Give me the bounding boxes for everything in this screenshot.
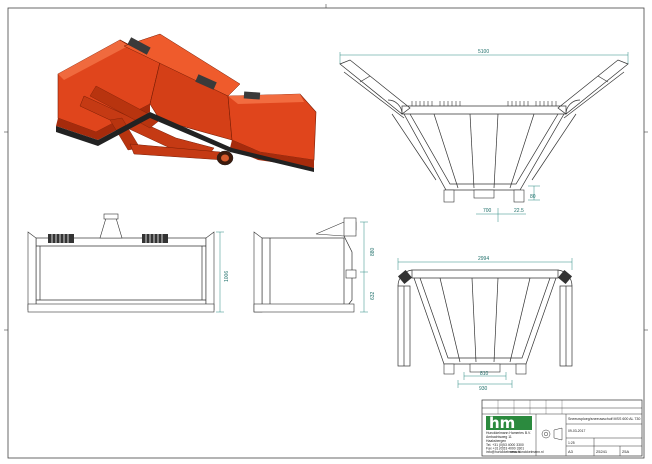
- company-address1: Ambachtsweg 11: [486, 435, 512, 439]
- dim-top-width: 5100: [478, 49, 489, 55]
- plow-3d-render: [56, 33, 317, 172]
- drawing-number: 25241: [596, 449, 608, 454]
- drawing-sheet: 25A: [622, 449, 629, 454]
- title-block: hm Hunckkelmann Hameries B.V. Ambachtswe…: [481, 399, 643, 457]
- company-email: info@hunckkelmann.nl: [486, 450, 521, 454]
- front-view: 1006: [27, 213, 230, 313]
- dim-plan-width: 2994: [478, 256, 489, 262]
- svg-text:hm: hm: [489, 414, 515, 432]
- company-address2: Haaksbergen: [486, 439, 506, 443]
- drawing-title: Sneeuwploeg/sneeuwschuif MSS 600 AL 730: [568, 417, 640, 421]
- side-view: 880 632: [253, 217, 376, 313]
- company-logo: [486, 416, 532, 430]
- company-web: www.hunckkelmann.nl: [510, 450, 544, 454]
- plan-view: 2994 810 930: [397, 256, 573, 392]
- dim-bottom-mid: 22.5: [514, 208, 524, 214]
- dim-side-lower: 632: [370, 291, 376, 300]
- dim-plan-bottom-2: 930: [479, 386, 488, 392]
- dim-side-upper: 880: [370, 247, 376, 256]
- drawing-size: A3: [568, 449, 574, 454]
- company-fax: Fax +31 (0)53 4000 3301: [486, 447, 524, 451]
- top-view: 5100: [339, 49, 629, 222]
- drawing-scale: 1:25: [568, 441, 575, 445]
- drawing-date: 09-03-2017: [568, 429, 585, 433]
- dim-bottom-left: 700: [483, 208, 492, 214]
- dim-plan-bottom-1: 810: [480, 371, 489, 377]
- company-tel: Tel. +31 (0)53 4000 3300: [486, 443, 524, 447]
- dim-front-height: 1006: [224, 271, 230, 282]
- projection-symbol-icon: [541, 427, 563, 441]
- dim-bottom-small: 80: [530, 194, 536, 200]
- company-name: Hunckkelmann Hameries B.V.: [486, 431, 531, 435]
